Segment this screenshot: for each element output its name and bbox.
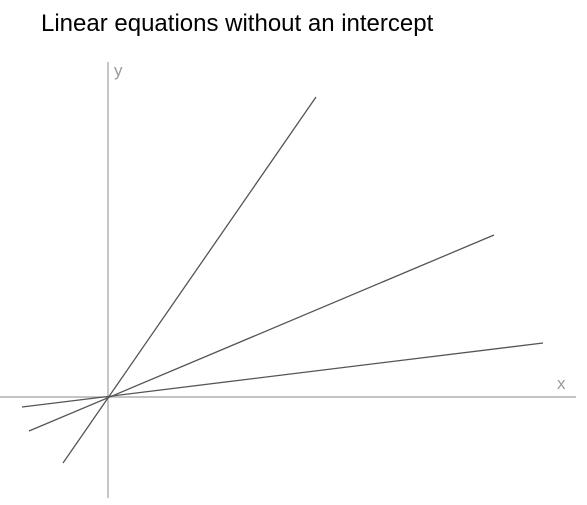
shallow-line bbox=[21, 342, 544, 408]
diagram-title: Linear equations without an intercept bbox=[41, 10, 434, 37]
x-axis-label: x bbox=[557, 374, 566, 393]
steep-line bbox=[62, 96, 317, 464]
y-axis-label: y bbox=[114, 61, 123, 80]
medium-line bbox=[28, 234, 495, 432]
